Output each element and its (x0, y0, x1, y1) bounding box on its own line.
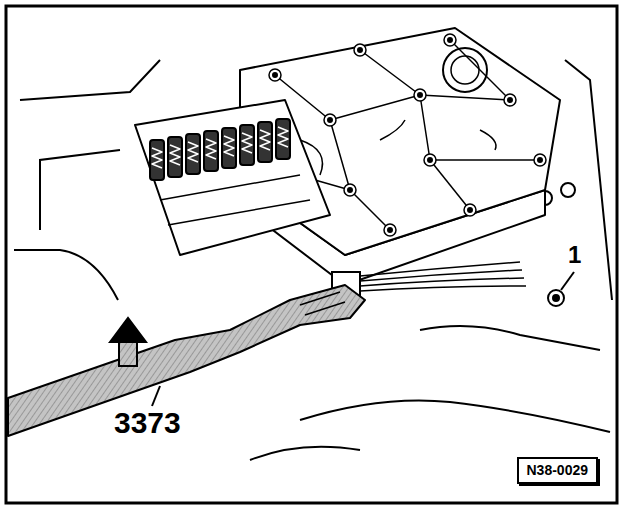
wiring-harness (332, 262, 526, 296)
solenoid-row-part (258, 122, 272, 162)
solenoid-row-part-part (170, 145, 180, 165)
valve-body-part-part (328, 118, 332, 122)
valve-body-part-part (450, 40, 510, 100)
valve-body-part-part (269, 69, 281, 81)
valve-body-part-part (330, 95, 430, 160)
solenoid-row-part-part (224, 136, 234, 156)
direction-arrow (110, 318, 146, 366)
valve-body-part-part (388, 228, 392, 232)
transmission-case-part (14, 250, 118, 300)
solenoid-row-part (276, 119, 290, 159)
valve-body-part-part (508, 98, 512, 102)
transmission-case-part (250, 447, 360, 460)
solenoid-row-part-part (242, 133, 252, 153)
transmission-case-part (40, 150, 120, 230)
figure-frame-part (6, 6, 617, 503)
transmission-case-part (561, 183, 575, 197)
transmission-case-part (300, 400, 610, 432)
valve-body-part-part (414, 89, 426, 101)
solenoid-row-part-part (240, 125, 254, 165)
valve-body-part-part (424, 154, 436, 166)
valve-body-part-part (354, 44, 366, 56)
callout-number: 1 (566, 243, 583, 267)
valve-body-part-part (430, 160, 470, 210)
transmission-case-part (420, 326, 600, 350)
valve-body-part (451, 56, 479, 84)
bolt-1-part (561, 272, 574, 290)
valve-body-part-part (358, 48, 362, 52)
solenoid-row-part-part (278, 127, 288, 147)
solenoid-row-part-part (152, 148, 162, 168)
figure-frame (6, 6, 617, 503)
solenoid-row-part (186, 134, 200, 174)
direction-arrow-part (110, 318, 146, 342)
solenoid-row-part-part (150, 140, 164, 180)
valve-body-part-part (428, 158, 432, 162)
bolt-1-part (553, 295, 559, 301)
bolt-1-part (548, 290, 564, 306)
solenoid-row-part (204, 131, 218, 171)
figure-reference-text: N38-0029 (527, 463, 589, 478)
solenoid-row-part-part (276, 119, 290, 159)
lever-tool-3373-part (300, 292, 345, 315)
solenoid-row-part (240, 125, 254, 165)
solenoid-row-part (160, 175, 310, 225)
solenoid-row-part-part (206, 139, 216, 159)
solenoid-row-part (222, 128, 236, 168)
lever-tool-3373 (8, 285, 365, 436)
lever-tool-3373-part (8, 285, 365, 436)
valve-body-part-part (324, 114, 336, 126)
solenoid-row-part (135, 100, 330, 255)
valve-body (240, 28, 560, 285)
direction-arrow-part (119, 340, 137, 366)
solenoid-row-part (150, 140, 164, 180)
solenoid-row-part-part (168, 137, 182, 177)
solenoid-row-part (168, 137, 182, 177)
solenoid-row-part-part (258, 122, 272, 162)
valve-body-part-part (360, 50, 510, 100)
valve-body-part-part (273, 73, 277, 77)
valve-body-part-part (418, 93, 422, 97)
valve-body-part-part (468, 208, 472, 212)
transmission-case-part (20, 60, 160, 100)
bolt-1 (548, 272, 574, 306)
solenoid-row (135, 100, 330, 255)
solenoid-row-part-part (186, 134, 200, 174)
solenoid-row-part-part (204, 131, 218, 171)
wiring-harness-part (360, 278, 524, 286)
solenoid-row-part-part (260, 130, 270, 150)
valve-body-part-part (504, 94, 516, 106)
solenoid-row-part-part (222, 128, 236, 168)
wiring-harness-part (360, 262, 520, 276)
lever-tool-3373-part (152, 386, 160, 406)
figure-reference-box: N38-0029 (517, 457, 599, 484)
valve-body-part-part (344, 184, 356, 196)
valve-body-part-part (300, 120, 496, 175)
valve-body-part-part (448, 38, 452, 42)
valve-body-part-part (534, 154, 546, 166)
valve-body-part-part (538, 158, 542, 162)
valve-body-part-part (464, 204, 476, 216)
solenoid-row-part-part (188, 142, 198, 162)
valve-body-part-part (348, 188, 352, 192)
tool-number: 3373 (112, 408, 183, 438)
valve-body-part-part (384, 224, 396, 236)
transmission-case-part (565, 60, 612, 300)
valve-body-part-part (430, 159, 540, 161)
valve-body-part-part (444, 34, 456, 46)
wiring-harness-part (360, 286, 526, 291)
